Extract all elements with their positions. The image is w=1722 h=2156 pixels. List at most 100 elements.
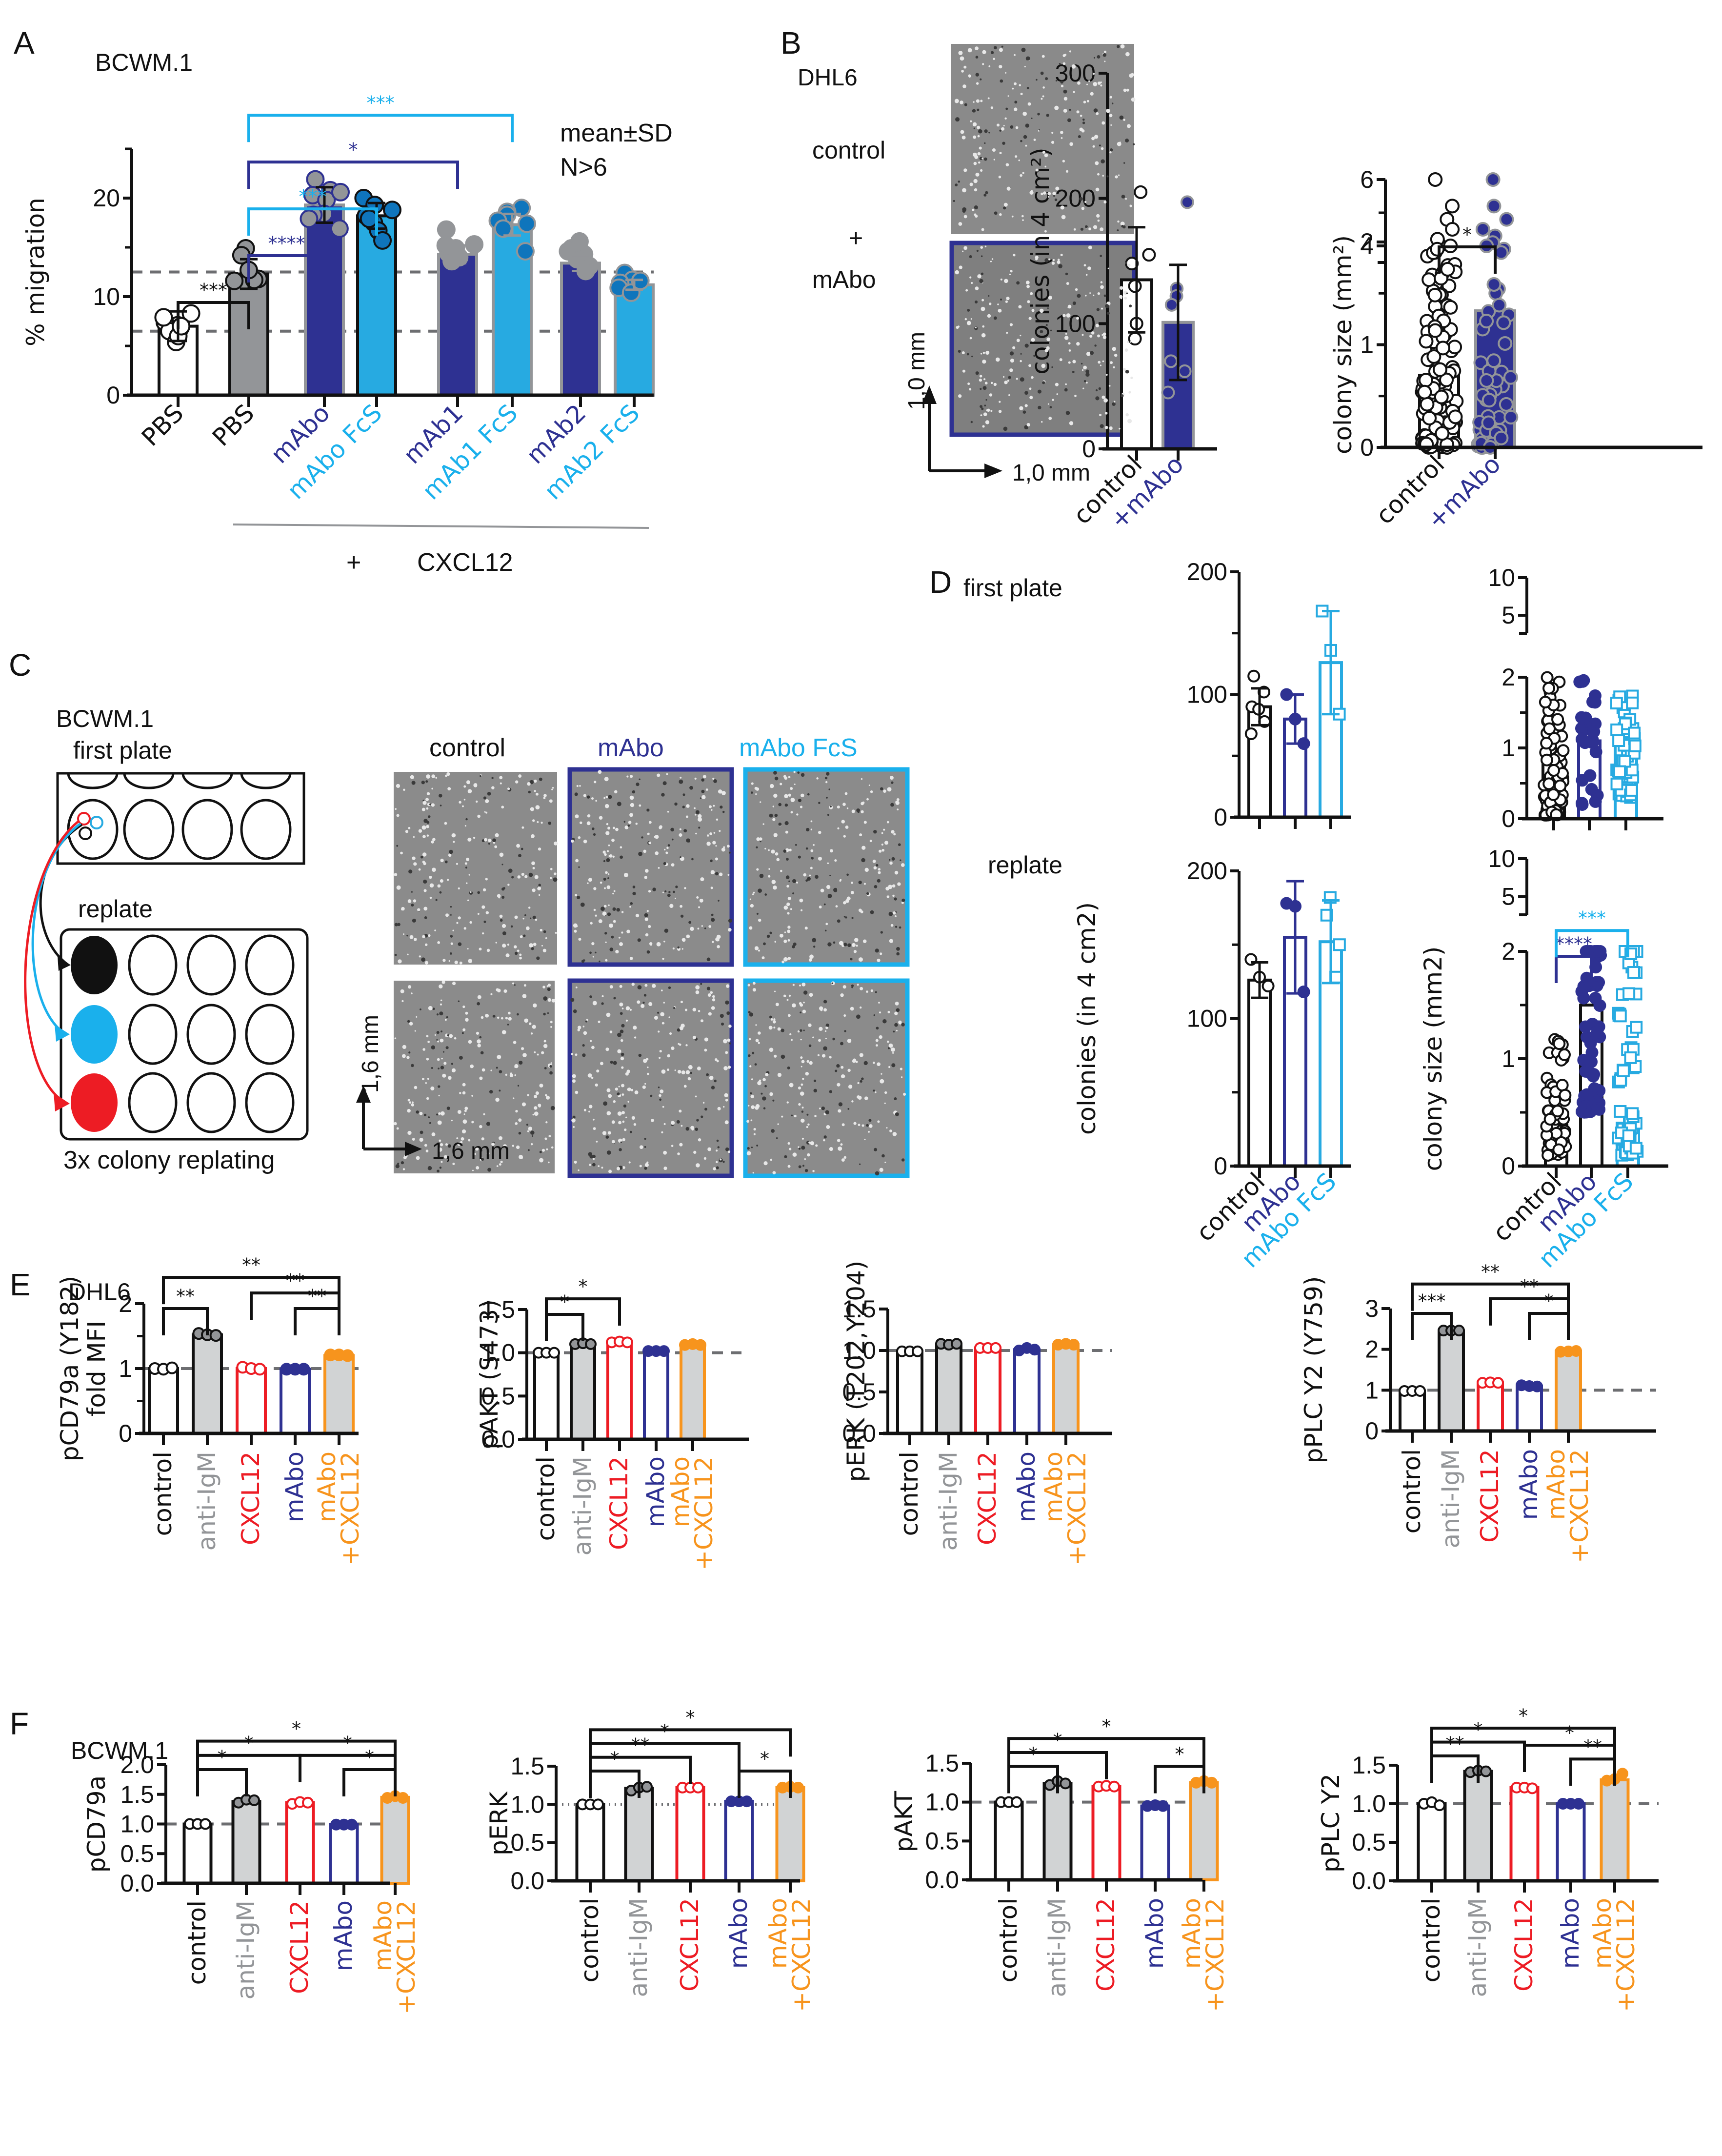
- bar: [606, 1341, 633, 1441]
- y-axis-label: pPLC Y2: [1317, 1773, 1345, 1873]
- data-point: [1591, 1102, 1604, 1115]
- bar: [1477, 1381, 1504, 1433]
- significance-bracket: [294, 1307, 340, 1335]
- panel-label-c: C: [9, 647, 31, 683]
- cell-line-label: DHL6: [798, 65, 858, 91]
- significance-label: **: [176, 1286, 195, 1307]
- bar: [624, 1787, 654, 1883]
- significance-bracket: [299, 1753, 397, 1782]
- data-point: [1503, 410, 1519, 425]
- bar: [1600, 1778, 1630, 1883]
- significance-label: **: [1446, 1733, 1464, 1754]
- data-point: [442, 252, 461, 271]
- y-tick-label: 1.5: [925, 1750, 959, 1777]
- significance-label: *: [1544, 1290, 1554, 1312]
- data-point: [1540, 753, 1553, 766]
- significance-label: ***: [1418, 1290, 1446, 1312]
- bar: [1189, 1781, 1219, 1881]
- data-point: [1543, 1113, 1557, 1126]
- y-tick-label: 1: [1360, 331, 1374, 359]
- data-point: [1590, 1028, 1603, 1041]
- significance-label: *: [1175, 1744, 1184, 1765]
- data-point: [1626, 1107, 1639, 1120]
- data-point: [548, 1347, 560, 1359]
- bar: [533, 1351, 560, 1441]
- bar: [1247, 978, 1272, 1168]
- significance-label: **: [1481, 1261, 1500, 1283]
- cell-line-label: BCWM.1: [95, 49, 193, 76]
- data-point: [1164, 298, 1179, 312]
- x-category-label: mAbo: [1556, 1898, 1584, 1969]
- significance-label: *: [1565, 1722, 1574, 1744]
- data-point: [1414, 1385, 1426, 1397]
- data-point: [585, 1338, 597, 1350]
- significance-label: ****: [268, 233, 305, 254]
- y-tick-label: 1.0: [1352, 1790, 1386, 1817]
- data-point: [1583, 769, 1597, 782]
- x-category-label: mAbo: [1542, 1449, 1570, 1520]
- data-point: [1628, 726, 1641, 740]
- data-point: [1589, 795, 1602, 808]
- y-tick-label: 1.5: [120, 1781, 154, 1808]
- significance-bracket: [247, 254, 326, 283]
- data-point: [1547, 788, 1560, 801]
- bar: [228, 272, 269, 397]
- bar: [724, 1800, 754, 1882]
- data-point: [1492, 298, 1507, 313]
- x-category-label: mAbo: [329, 1900, 358, 1971]
- y-axis-label: colony size (mm2): [1419, 947, 1447, 1171]
- x-category-label: anti-IgM: [934, 1451, 962, 1551]
- data-point: [1261, 979, 1275, 992]
- significance-label: *: [365, 1747, 374, 1768]
- bar: [148, 1367, 179, 1435]
- data-point: [1542, 682, 1556, 695]
- data-point: [1428, 172, 1443, 187]
- x-category-label: +CXCL12: [787, 1898, 816, 2012]
- data-point: [1542, 777, 1556, 790]
- bar: [236, 1367, 267, 1435]
- data-point: [1297, 986, 1310, 999]
- data-point: [1557, 744, 1570, 757]
- significance-label: *: [218, 1747, 227, 1768]
- data-point: [1628, 739, 1642, 752]
- data-point: [912, 1345, 923, 1357]
- data-point: [373, 231, 392, 250]
- bar: [675, 1786, 705, 1883]
- significance-bracket: [1007, 1751, 1108, 1779]
- significance-bracket: [1154, 1765, 1205, 1793]
- significance-bracket: [196, 1768, 248, 1796]
- significance-label: *: [610, 1748, 620, 1770]
- y-axis-label: pCD79a: [82, 1775, 111, 1873]
- data-point: [1575, 733, 1588, 746]
- bar: [1052, 1343, 1080, 1435]
- data-point: [1417, 384, 1432, 400]
- y-tick-label: 1.5: [481, 1296, 515, 1323]
- data-point: [1480, 1765, 1492, 1777]
- y-tick-label: 0.0: [120, 1870, 154, 1897]
- data-point: [1428, 323, 1443, 338]
- data-point: [1206, 1776, 1218, 1789]
- y-axis-label: pCD79a (Y182): [56, 1276, 84, 1461]
- replate-label: replate: [78, 895, 153, 923]
- significance-bracket: [589, 1742, 741, 1771]
- significance-bracket: [247, 161, 459, 189]
- bar: [182, 1822, 213, 1885]
- data-point: [1486, 353, 1502, 368]
- data-point: [1128, 332, 1142, 346]
- data-point: [437, 220, 456, 239]
- group-label-cxcl12: CXCL12: [417, 548, 513, 577]
- data-point: [1447, 340, 1462, 355]
- y-axis-label: colonies (in 4 cm²): [1026, 147, 1055, 374]
- y-axis-label: pERK (T202,Y204): [842, 1261, 870, 1482]
- y-axis-label: colony size (mm²): [1329, 235, 1357, 454]
- replating-caption: 3x colony replating: [63, 1146, 275, 1174]
- bar: [935, 1343, 962, 1435]
- y-tick-label: 0: [119, 1420, 132, 1447]
